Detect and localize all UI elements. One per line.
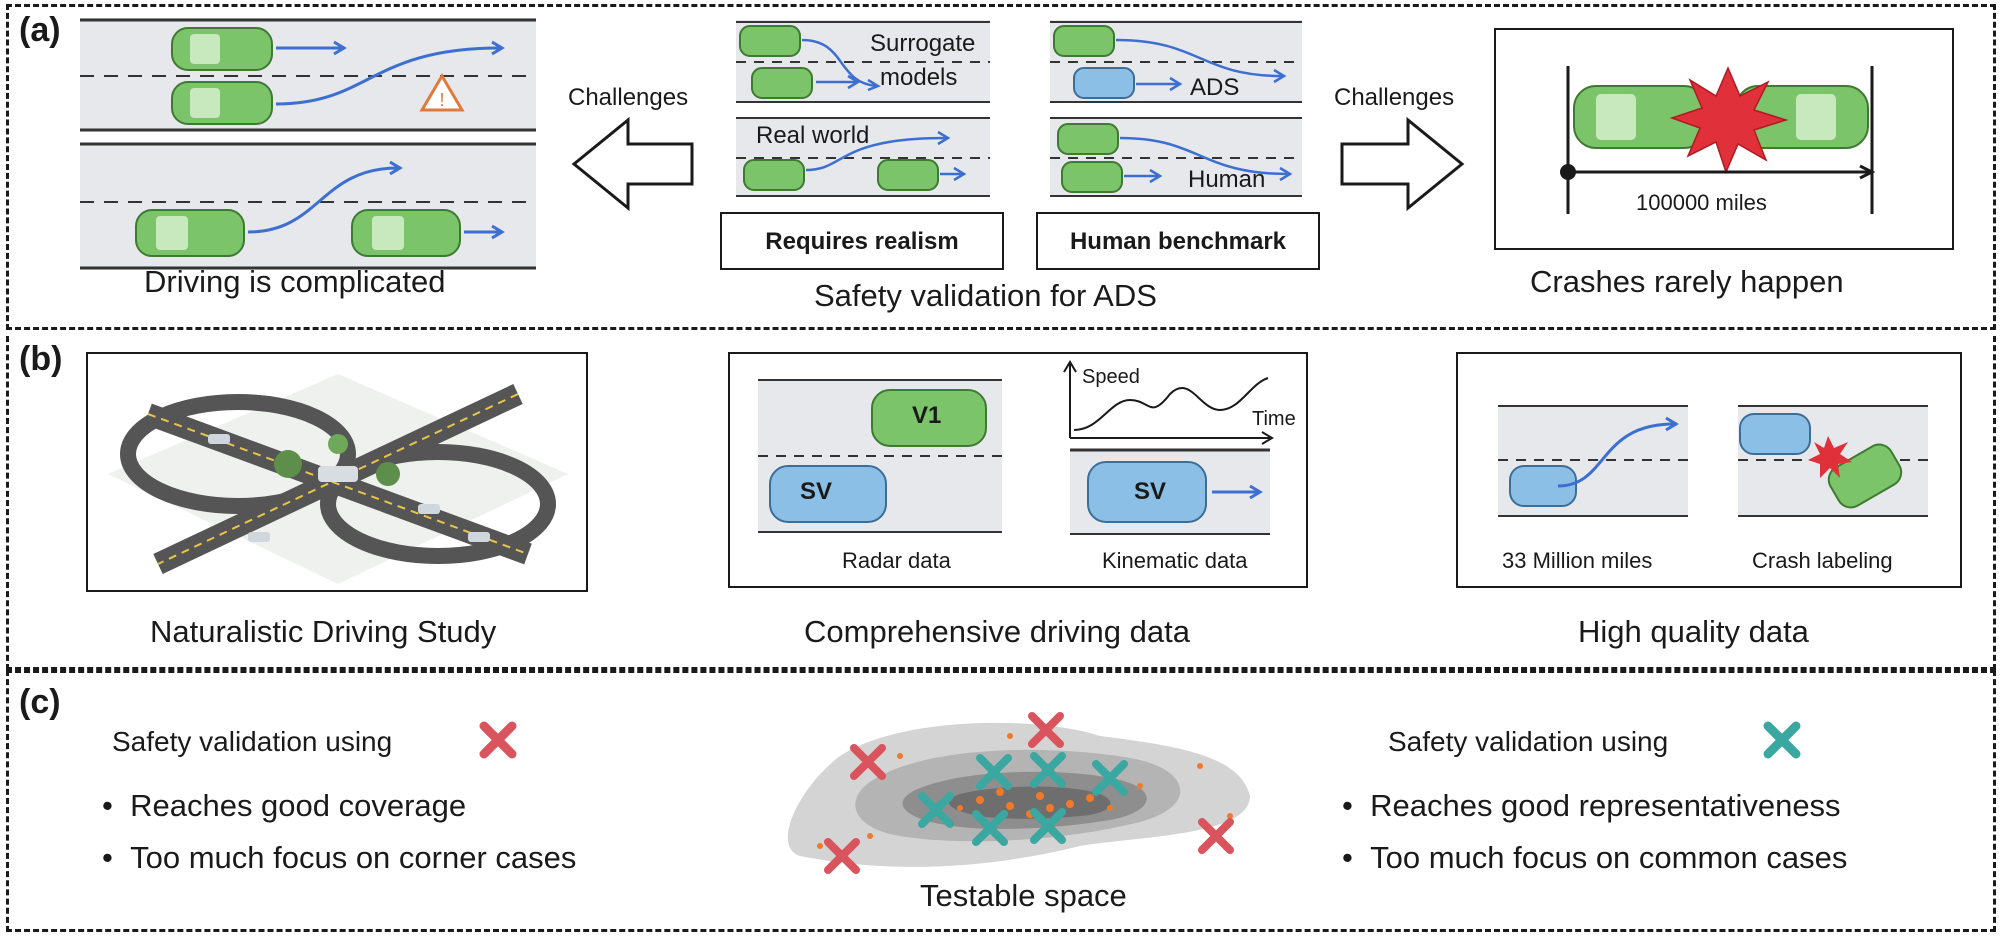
speed-label: Speed [1082,366,1140,388]
human-benchmark-box: Human benchmark [1036,212,1320,270]
car-icon [171,27,273,71]
testable-space-caption: Testable space [920,878,1127,913]
right-title-c: Safety validation using [1388,726,1669,757]
panel-a-label: (a) [19,11,61,49]
nds-image-box [86,352,588,592]
surrogate-realworld-scene [736,20,990,197]
testable-space-plot [787,712,1250,874]
car-icon [1087,461,1207,523]
car-icon [1509,465,1577,507]
miles-label-b: 33 Million miles [1502,548,1653,573]
hollow-arrow-icon [571,116,694,212]
radar-label: Radar data [842,548,951,573]
car-icon [1827,443,1903,509]
sv-label-kinematic: SV [1134,478,1167,505]
crash-label: Crash labeling [1752,548,1893,573]
panel-b-label: (b) [19,340,63,378]
right-bullet-1: • Reaches good representativeness [1342,788,1841,823]
ads-label: ADS [1190,74,1240,101]
left-caption: Driving is complicated [144,264,446,299]
ads-human-scene [1050,20,1302,197]
right-bullet-2: • Too much focus on common cases [1342,840,1848,875]
center-caption-b: Comprehensive driving data [804,614,1190,649]
car-icon [871,389,987,447]
crash-burst-icon [1808,436,1852,478]
crash-box: 100000 miles [1494,28,1954,250]
left-bullet-1: • Reaches good coverage [102,788,467,823]
real-world-label: Real world [756,122,870,149]
human-benchmark-label: Human benchmark [1069,228,1287,255]
svg-text:!: ! [439,90,444,110]
right-caption-a: Crashes rarely happen [1530,264,1844,299]
human-label: Human [1188,166,1266,193]
center-caption-a: Safety validation for ADS [814,278,1157,313]
right-caption-b: High quality data [1578,614,1809,649]
high-quality-box: 33 Million miles Crash labeling [1456,352,1962,588]
panel-b: (b) [6,336,1996,670]
car-icon [769,465,887,523]
challenges-right: Challenges [1334,84,1455,111]
surrogate-label: Surrogate [870,30,976,57]
time-label: Time [1252,408,1296,430]
panel-c: (c) [6,670,1996,932]
left-title-c: Safety validation using [112,726,393,757]
nds-caption: Naturalistic Driving Study [150,614,497,649]
miles-label: 100000 miles [1636,190,1767,215]
models-label: models [880,64,958,91]
driving-data-box: V1 SV SV Speed Time Radar data Kinematic… [728,352,1308,588]
car-icon [171,81,273,125]
panel-c-label: (c) [19,683,61,721]
car-icon [351,209,461,257]
kinematic-label: Kinematic data [1102,548,1248,573]
warning-icon: ! [419,73,465,112]
car-icon [1739,413,1811,455]
requires-realism-box: Requires realism [720,212,1004,270]
challenges-left: Challenges [568,84,689,111]
driving-scene: ! [80,18,536,270]
crash-burst-icon [1669,66,1789,175]
left-bullet-2: • Too much focus on corner cases [102,840,577,875]
hollow-arrow-icon [1340,116,1465,212]
road-network-illustration [108,374,568,584]
cross-mark-icon [1763,721,1801,759]
requires-realism-label: Requires realism [765,228,959,255]
car-icon [135,209,245,257]
v1-label: V1 [912,402,942,429]
panel-a: (a) [6,4,1996,330]
cross-mark-icon [479,721,517,759]
sv-label: SV [800,478,833,505]
